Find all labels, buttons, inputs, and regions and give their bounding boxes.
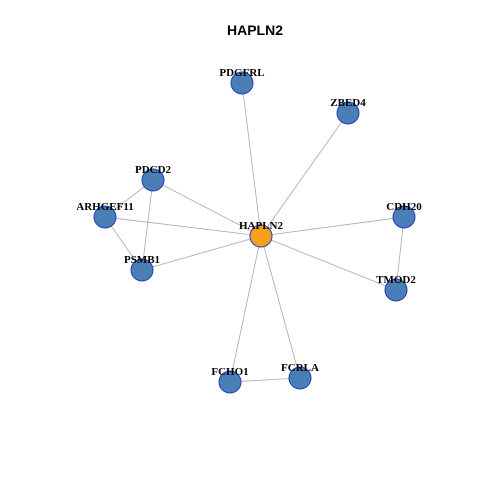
node-arhgef11[interactable]: [93, 205, 117, 229]
node-pdcd2[interactable]: [141, 168, 165, 192]
node-hapln2[interactable]: [249, 224, 273, 248]
node-label-pdcd2: PDCD2: [135, 164, 172, 176]
node-label-fcho1: FCHO1: [211, 366, 248, 378]
node-fcho1[interactable]: [218, 370, 242, 394]
node-label-zbed4: ZBED4: [330, 97, 366, 109]
node-pdgfrl[interactable]: [230, 71, 254, 95]
edge-hapln2-pdcd2: [152, 179, 262, 237]
graph-title: HAPLN2: [227, 22, 283, 38]
edge-hapln2-arhgef11: [104, 216, 262, 237]
edge-hapln2-fcrla: [260, 235, 301, 379]
node-label-fcrla: FCRLA: [281, 362, 319, 374]
edge-hapln2-tmod2: [260, 235, 397, 291]
node-tmod2[interactable]: [384, 278, 408, 302]
edge-hapln2-cdh20: [260, 216, 405, 237]
node-cdh20[interactable]: [392, 205, 416, 229]
node-label-psmb1: PSMB1: [124, 254, 160, 266]
edge-cdh20-tmod2: [395, 216, 405, 291]
edge-pdcd2-psmb1: [141, 179, 154, 271]
node-label-hapln2: HAPLN2: [239, 220, 284, 232]
edge-fcho1-fcrla: [229, 377, 301, 383]
nodes-layer: [93, 71, 416, 394]
node-psmb1[interactable]: [130, 258, 154, 282]
edge-hapln2-pdgfrl: [241, 82, 262, 237]
node-label-pdgfrl: PDGFRL: [219, 67, 264, 79]
edge-hapln2-zbed4: [260, 112, 349, 237]
node-fcrla[interactable]: [288, 366, 312, 390]
node-zbed4[interactable]: [336, 101, 360, 125]
edge-hapln2-fcho1: [229, 235, 262, 383]
node-label-tmod2: TMOD2: [376, 274, 416, 286]
edge-hapln2-psmb1: [141, 235, 262, 271]
node-label-arhgef11: ARHGEF11: [76, 201, 133, 213]
node-label-cdh20: CDH20: [386, 201, 422, 213]
